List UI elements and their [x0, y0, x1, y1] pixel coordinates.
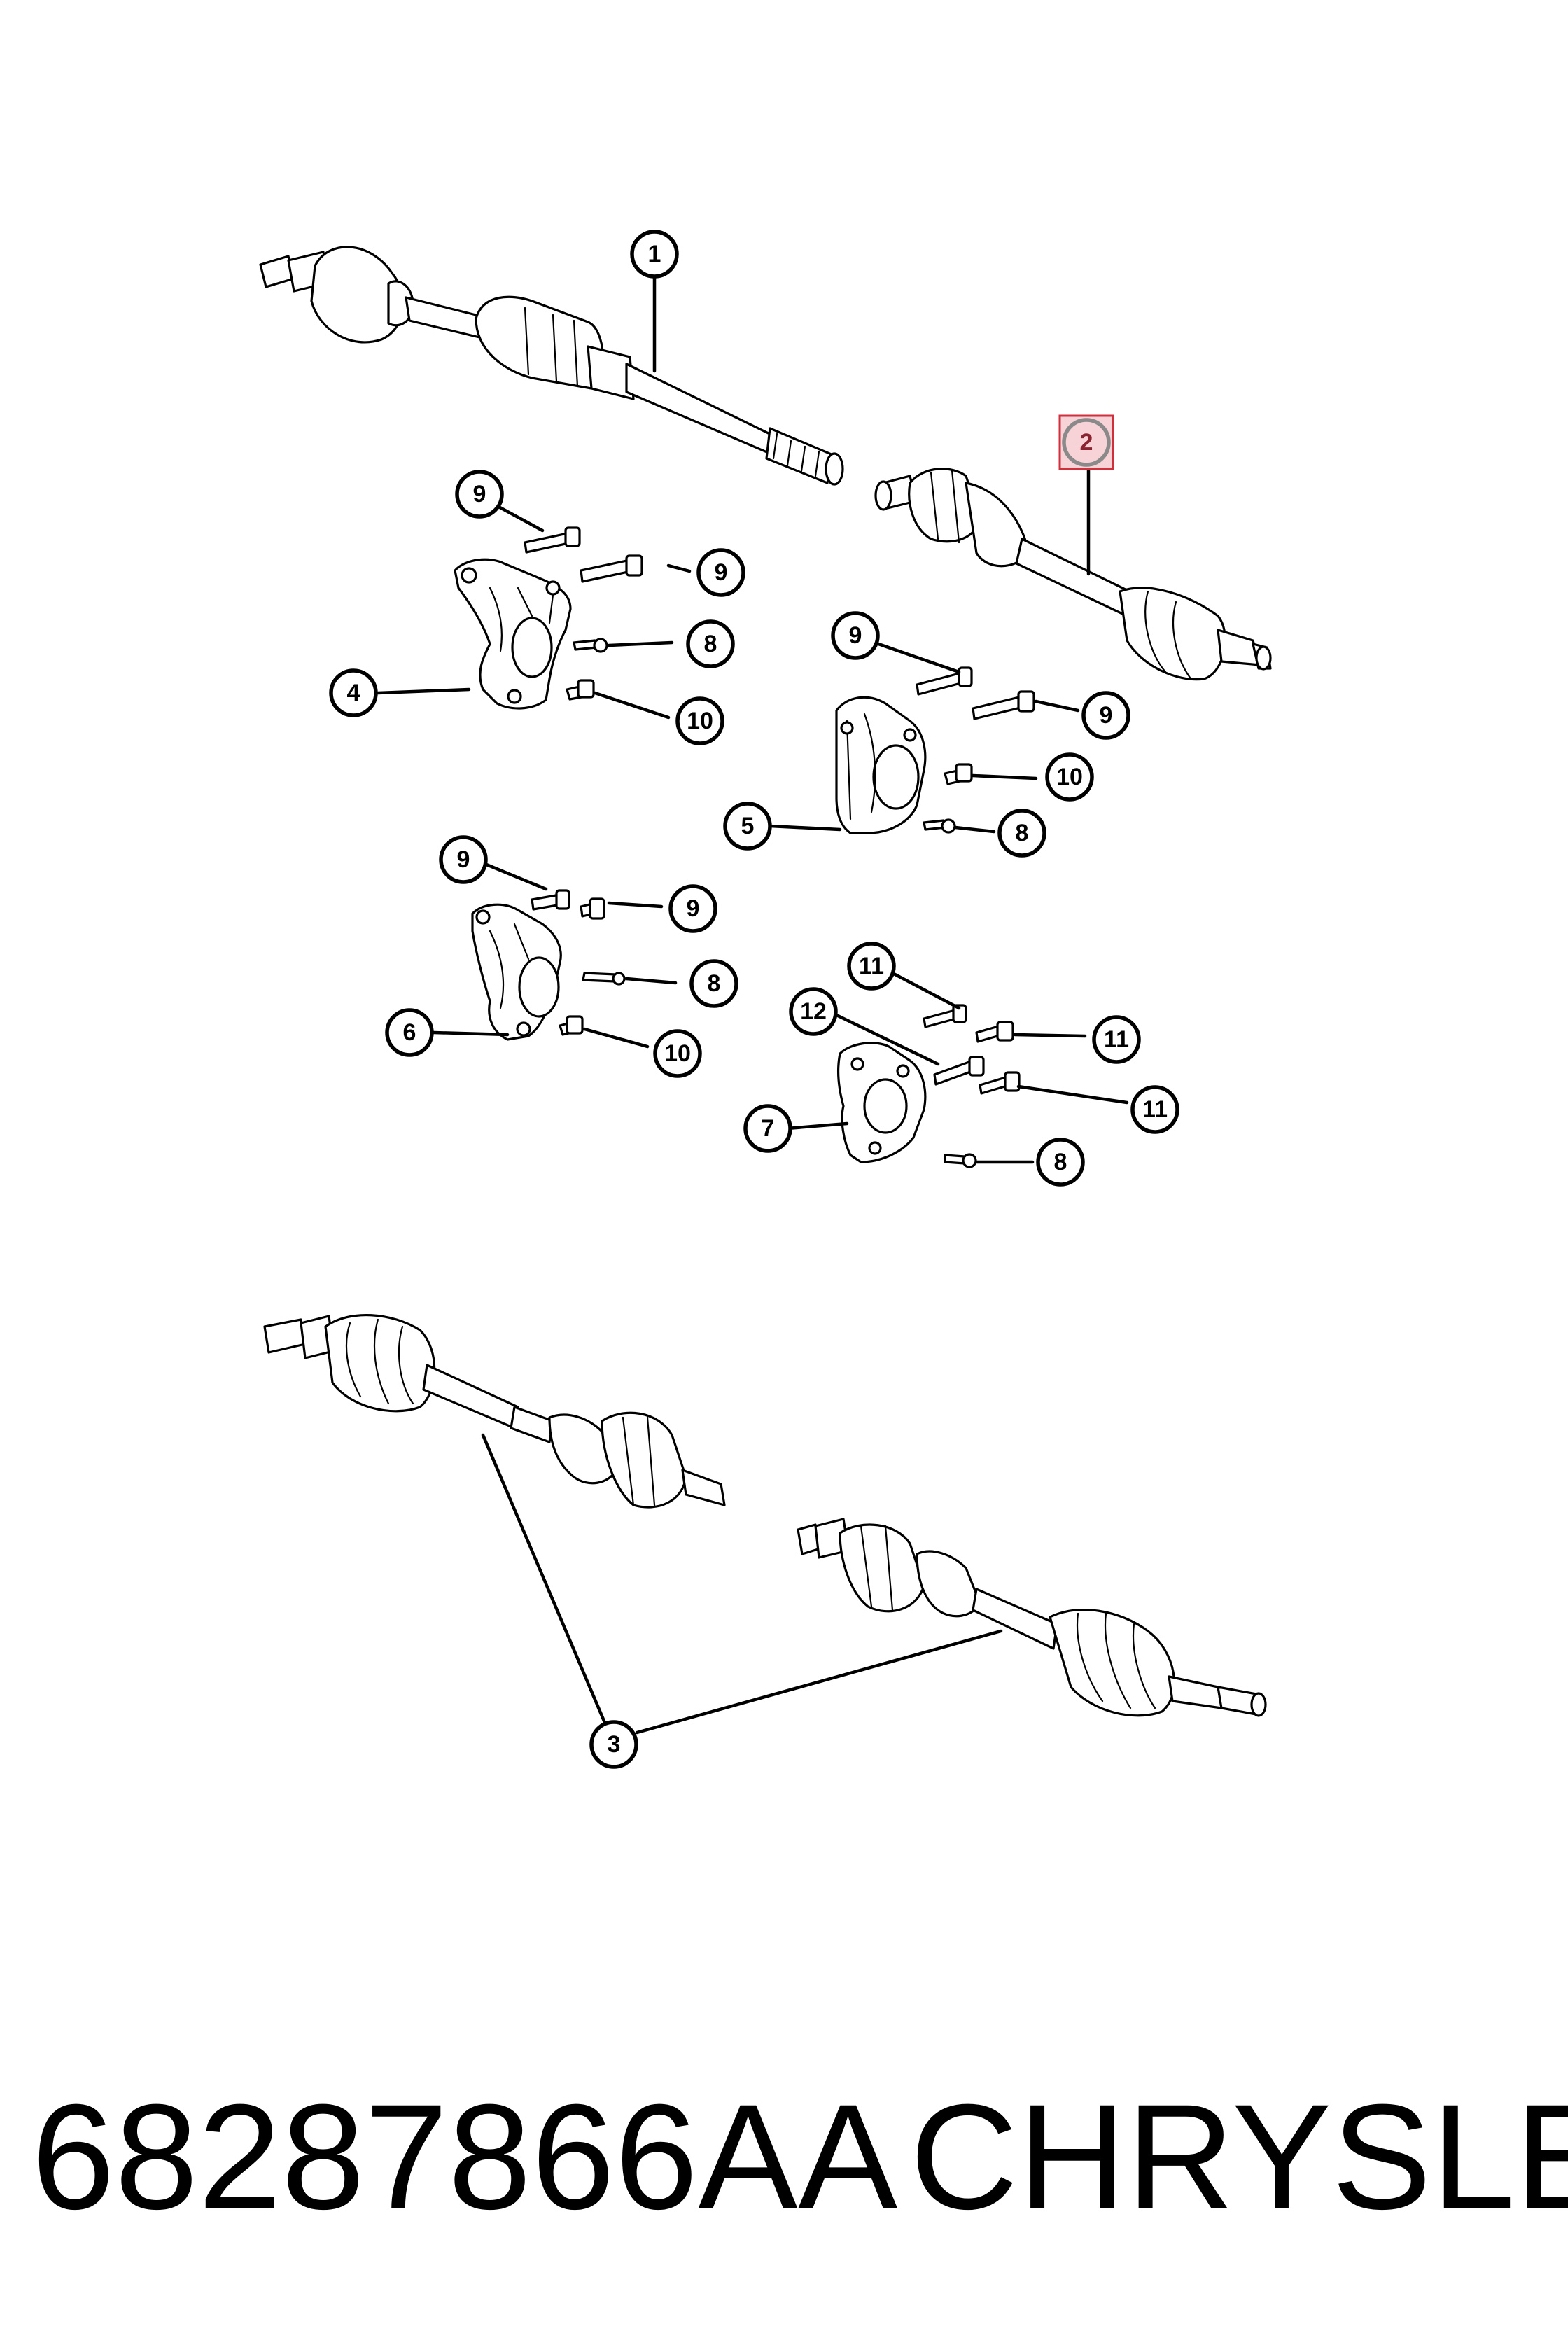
- brand-text: CHRYSLER: [910, 2073, 1568, 2241]
- callout-label: 7: [762, 1115, 775, 1142]
- callout-label: 8: [704, 631, 718, 657]
- callout-8: 8: [1036, 1138, 1085, 1186]
- callout-label: 10: [687, 708, 713, 734]
- bracket-4-group: [454, 526, 643, 710]
- part-number-text: 68287866AA: [31, 2073, 898, 2241]
- callout-9: 9: [439, 835, 488, 884]
- callout-9: 9: [831, 611, 880, 660]
- callout-10: 10: [676, 696, 724, 746]
- callout-label: 10: [1056, 764, 1083, 790]
- bracket-6-group: [471, 889, 626, 1041]
- callout-label: 6: [403, 1019, 416, 1046]
- callout-label: 9: [1100, 702, 1113, 729]
- callout-label: 9: [473, 481, 486, 507]
- callout-label: 8: [708, 970, 721, 997]
- callout-8: 8: [997, 808, 1046, 858]
- callout-label: 12: [800, 998, 827, 1025]
- callout-8: 8: [686, 620, 735, 668]
- callout-10: 10: [653, 1029, 702, 1078]
- callout-1: 1: [630, 230, 679, 279]
- callout-2-highlighted: 2: [1058, 414, 1114, 470]
- callout-11: 11: [847, 941, 896, 990]
- callout-label: 10: [664, 1040, 691, 1067]
- callout-7: 7: [743, 1104, 792, 1153]
- callout-9: 9: [455, 470, 504, 519]
- drive-shaft-right: [874, 468, 1272, 681]
- callout-9: 9: [696, 548, 746, 597]
- callout-label: 11: [859, 953, 884, 979]
- callout-label: 2: [1080, 429, 1093, 456]
- callout-9: 9: [1082, 691, 1130, 740]
- bracket-5-group: [835, 666, 1035, 834]
- bracket-7-group: [836, 1004, 1021, 1168]
- callout-label: 9: [849, 622, 862, 649]
- callout-label: 9: [687, 895, 700, 922]
- callout-11: 11: [1130, 1085, 1180, 1134]
- callout-3: 3: [589, 1720, 638, 1769]
- callout-6: 6: [385, 1008, 434, 1057]
- callout-label: 11: [1104, 1026, 1129, 1053]
- callout-8: 8: [690, 959, 738, 1008]
- callout-10: 10: [1045, 752, 1094, 802]
- leader-lines: [376, 274, 1129, 1735]
- callout-label: 8: [1054, 1149, 1068, 1175]
- drive-shaft-pair: [263, 1313, 1267, 1717]
- callout-label: 1: [648, 241, 662, 267]
- callout-11: 11: [1092, 1015, 1141, 1064]
- callout-label: 4: [347, 680, 360, 706]
- callout-4: 4: [329, 668, 378, 718]
- callout-9: 9: [668, 884, 718, 933]
- callout-label: 11: [1142, 1096, 1168, 1123]
- callout-label: 8: [1016, 820, 1029, 846]
- callout-label: 9: [457, 846, 470, 873]
- callout-12: 12: [789, 987, 838, 1036]
- drive-shaft-left: [259, 246, 844, 486]
- callout-label: 3: [608, 1731, 621, 1758]
- callout-label: 9: [715, 559, 728, 586]
- footer-caption: 68287866AA CHRYSLER: [31, 2073, 1568, 2241]
- callout-5: 5: [723, 802, 772, 850]
- callout-label: 5: [741, 813, 755, 839]
